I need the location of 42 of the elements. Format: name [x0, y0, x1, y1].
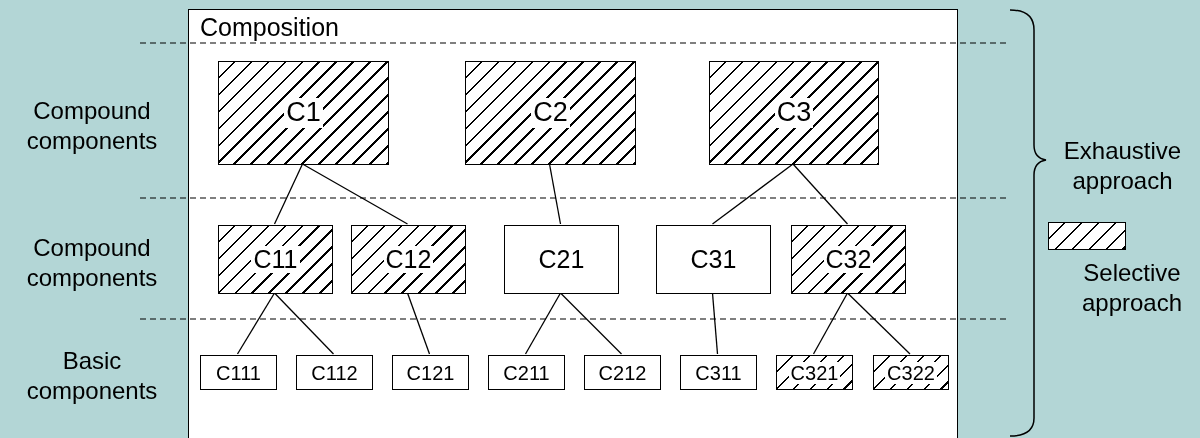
component-box	[218, 225, 333, 294]
component-label: C2	[531, 98, 570, 128]
component-box	[200, 355, 277, 390]
component-box	[218, 61, 389, 165]
connector-line	[711, 163, 794, 225]
connector-line	[792, 163, 849, 225]
component-box	[351, 225, 466, 294]
component-box	[791, 225, 906, 294]
connector-line	[406, 292, 431, 355]
connector-line	[548, 163, 562, 225]
connector-line	[812, 292, 849, 355]
level-label: Compound components	[25, 233, 159, 293]
component-label: C32	[823, 245, 874, 274]
connector-line	[559, 292, 623, 355]
component-box	[584, 355, 661, 390]
component-box	[296, 355, 373, 390]
component-box	[680, 355, 757, 390]
connector-line	[273, 163, 304, 225]
connector-line	[711, 292, 719, 355]
connector-line	[524, 292, 562, 355]
component-label: C11	[251, 245, 300, 274]
component-box	[776, 355, 853, 390]
connector-line	[236, 292, 276, 355]
component-box	[656, 225, 771, 294]
component-box	[873, 355, 949, 390]
component-label: C321	[788, 361, 841, 384]
component-box	[709, 61, 879, 165]
level-label: Compound components	[25, 96, 159, 156]
component-label: C3	[774, 98, 814, 128]
component-box	[504, 225, 619, 294]
component-box	[392, 355, 469, 390]
component-box	[465, 61, 636, 165]
component-label: C322	[885, 361, 937, 384]
component-label: C1	[284, 98, 323, 128]
approach-label: Exhaustive approach	[1062, 136, 1183, 196]
component-box	[488, 355, 565, 390]
frame-title: Composition	[200, 14, 339, 42]
level-label: Basic components	[25, 346, 159, 406]
component-label: C12	[383, 245, 434, 274]
legend-label: Selective approach	[1080, 258, 1184, 318]
connector-line	[273, 292, 335, 355]
connector-line	[846, 292, 911, 355]
